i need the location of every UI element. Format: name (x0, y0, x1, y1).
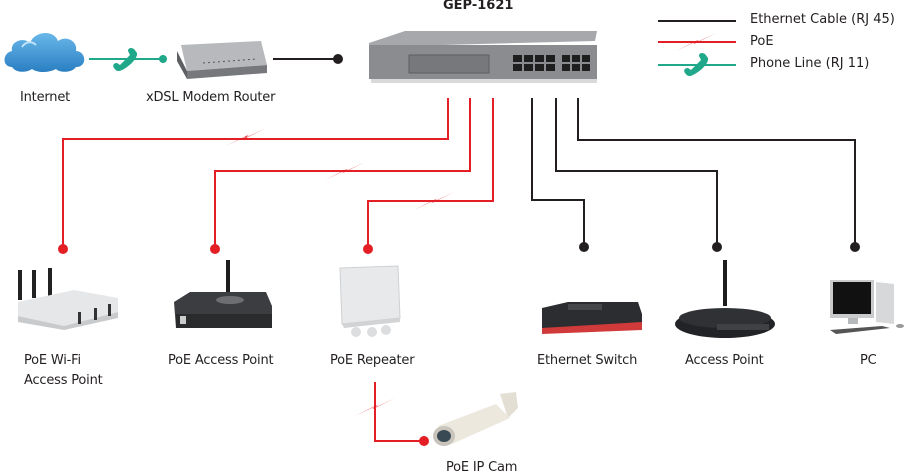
phone-handset-icon (684, 52, 709, 77)
lightning-bolt-icon (226, 128, 266, 146)
poe-line-repeater (367, 98, 494, 247)
ethernet-endpoint (333, 54, 343, 64)
poe-wifi-access-point-device (18, 268, 118, 330)
poe-endpoint (419, 436, 429, 446)
access-point-device (675, 260, 775, 338)
poe-repeater-label: PoE Repeater (330, 353, 415, 368)
gep-1621-switch-device (369, 31, 597, 83)
poe-ip-cam-label: PoE IP Cam (446, 460, 518, 475)
ethernet-endpoint (579, 242, 589, 252)
poe-line-wifi-ap (62, 98, 449, 247)
ethernet-switch-label: Ethernet Switch (537, 353, 638, 368)
phone-handset-icon (113, 47, 138, 72)
poe-endpoint (210, 244, 220, 254)
xdsl-modem-router-device (177, 41, 267, 79)
ethernet-line-pc (577, 98, 856, 245)
xdsl-modem-router-label: xDSL Modem Router (146, 90, 276, 105)
poe-endpoint (58, 244, 68, 254)
poe-access-point-label: PoE Access Point (168, 353, 274, 368)
ethernet-endpoint (712, 242, 722, 252)
ethernet-endpoint (850, 242, 860, 252)
poe-repeater-device (339, 265, 401, 337)
poe-ip-cam-device (433, 392, 518, 446)
poe-access-point-device (174, 260, 272, 328)
legend-ethernet-label: Ethernet Cable (RJ 45) (750, 12, 895, 27)
poe-line-ip-cam (374, 382, 423, 442)
legend-phone-label: Phone Line (RJ 11) (750, 56, 870, 71)
ethernet-line-access-point (555, 98, 718, 245)
ethernet-line-ethernet-switch (531, 98, 585, 245)
pc-device (830, 280, 904, 334)
pc-label: PC (860, 353, 877, 368)
poe-wifi-access-point-label-line1: PoE Wi-Fi (24, 353, 81, 368)
poe-wifi-access-point-label-line2: Access Point (24, 373, 103, 388)
phone-line-endpoint (159, 55, 167, 63)
internet-label: Internet (20, 90, 71, 105)
access-point-label: Access Point (685, 353, 764, 368)
legend-poe-label: PoE (750, 34, 774, 49)
poe-line-access-point (214, 98, 471, 247)
internet-cloud-icon (4, 32, 85, 72)
ethernet-switch-device (542, 302, 642, 334)
poe-endpoint (363, 244, 373, 254)
switch-model-title: GEP-1621 (443, 0, 514, 13)
